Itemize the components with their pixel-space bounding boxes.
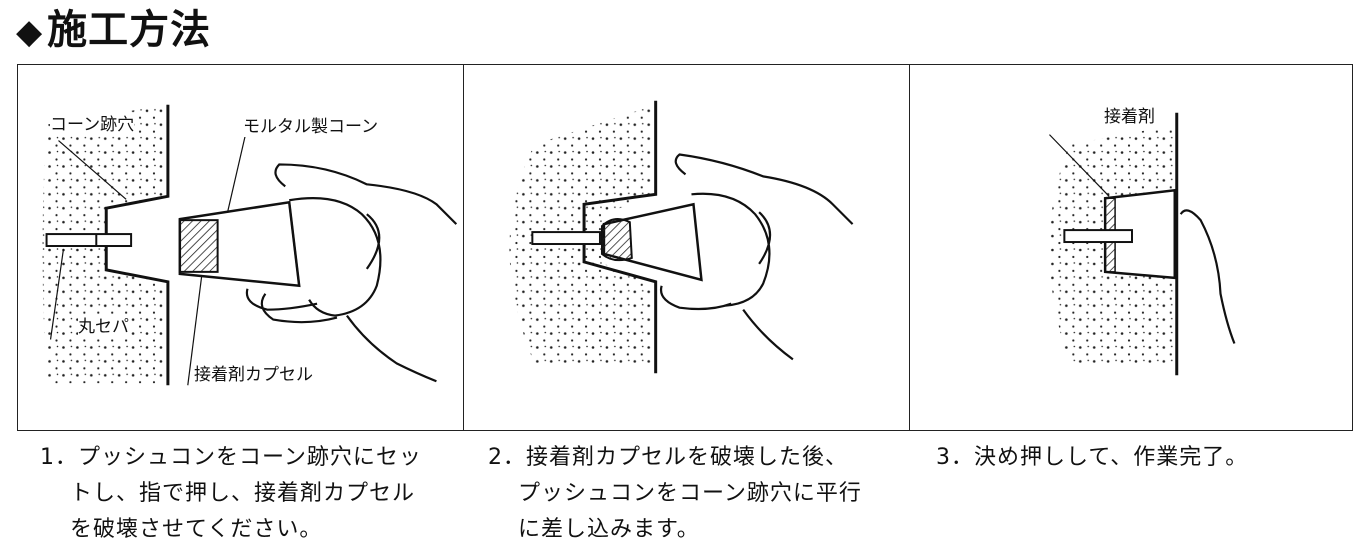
step-2-text: 2．接着剤カプセルを破壊した後、 プッシュコンをコーン跡穴に平行 に差し込みます…	[488, 440, 862, 548]
panel-step-3: 接着剤	[910, 65, 1352, 430]
step-2-line-3: に差し込みます。	[518, 517, 700, 542]
step-3-illustration	[1049, 112, 1236, 376]
label-adhesive: 接着剤	[1104, 107, 1155, 127]
step-1-illustration	[42, 104, 458, 386]
step-3-line-1: 3．決め押しして、作業完了。	[936, 445, 1249, 470]
step-2-line-2: プッシュコンをコーン跡穴に平行	[518, 481, 862, 506]
step-2-illustration	[509, 100, 854, 374]
diamond-bullet-icon: ◆	[16, 12, 44, 52]
step-1-line-2: トし、指で押し、接着剤カプセル	[70, 481, 416, 506]
page-title: ◆施工方法	[16, 4, 211, 58]
step-1-line-3: を破壊させてください。	[70, 517, 323, 542]
label-cone-hole: コーン跡穴	[50, 115, 135, 135]
panel-step-1: コーン跡穴 モルタル製コーン 丸セパ 接着剤カプセル	[18, 65, 464, 430]
panel-step-2	[464, 65, 910, 430]
step-1-line-1: 1．プッシュコンをコーン跡穴にセッ	[40, 445, 422, 470]
page-title-text: 施工方法	[47, 7, 212, 53]
step-3-text: 3．決め押しして、作業完了。	[936, 440, 1248, 476]
label-adhesive-capsule: 接着剤カプセル	[194, 365, 313, 385]
illustration-panels: コーン跡穴 モルタル製コーン 丸セパ 接着剤カプセル	[17, 64, 1353, 431]
label-mortar-cone: モルタル製コーン	[243, 117, 379, 137]
step-2-line-1: 2．接着剤カプセルを破壊した後、	[488, 445, 848, 470]
step-1-text: 1．プッシュコンをコーン跡穴にセッ トし、指で押し、接着剤カプセル を破壊させて…	[40, 440, 422, 548]
label-round-sepa: 丸セパ	[78, 317, 129, 337]
